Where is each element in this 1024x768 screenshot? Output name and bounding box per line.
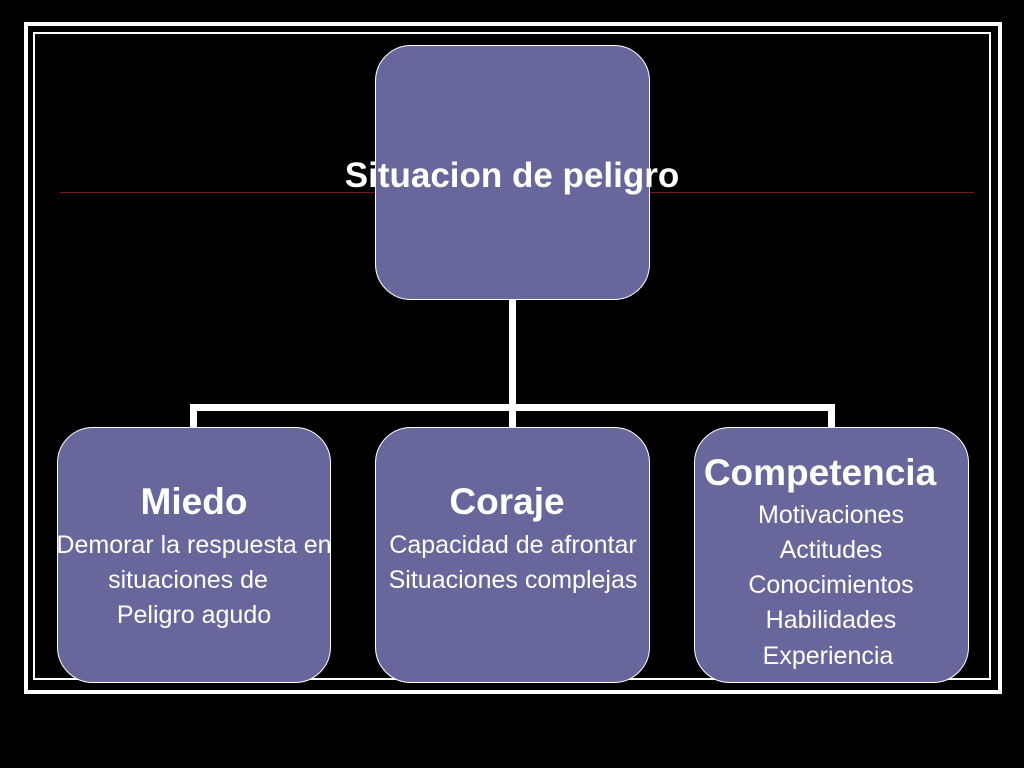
node-competencia-title: Competencia (703, 452, 937, 493)
node-miedo-line-2: situaciones de (108, 566, 268, 594)
node-coraje-line-2: Situaciones complejas (388, 566, 638, 594)
node-competencia-line-3: Conocimientos (748, 571, 914, 599)
node-competencia-line-1: Motivaciones (758, 501, 904, 529)
node-coraje-title: Coraje (449, 481, 565, 522)
node-competencia-line-2: Actitudes (779, 536, 883, 564)
node-miedo-line-1: Demorar la respuesta en (56, 531, 332, 559)
node-coraje (375, 427, 650, 683)
node-competencia (694, 427, 969, 683)
slide-outer-frame (24, 22, 1002, 694)
root-node-label: Situacion de peligro (344, 156, 680, 195)
root-node (375, 45, 650, 300)
root-stem-connector (509, 298, 516, 410)
node-competencia-line-4: Habilidades (765, 606, 897, 634)
coraje-drop-connector (509, 404, 516, 428)
node-coraje-line-1: Capacidad de afrontar (389, 531, 637, 559)
node-miedo-line-3: Peligro agudo (116, 601, 272, 629)
miedo-drop-connector (190, 404, 197, 428)
node-miedo (57, 427, 331, 683)
node-miedo-title: Miedo (140, 481, 248, 522)
node-competencia-line-5: Experiencia (762, 642, 894, 670)
competencia-drop-connector (828, 404, 835, 428)
